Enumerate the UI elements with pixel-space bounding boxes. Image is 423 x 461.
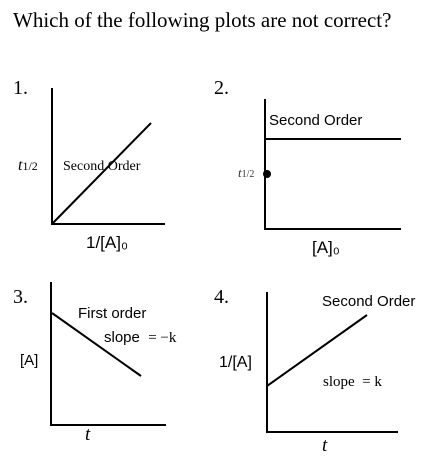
plot-2-number: 2. bbox=[214, 77, 229, 99]
plot-3-slope: slope = −k bbox=[104, 330, 176, 346]
plot-4-x-label: t bbox=[322, 435, 328, 456]
plot-3-slope-label: slope bbox=[104, 329, 140, 346]
plot-1-x-label: 1/[A]₀ bbox=[86, 233, 129, 252]
plot-3-annotation: First order bbox=[78, 305, 147, 322]
plot-2-marker-dot bbox=[263, 170, 271, 178]
plot-1-number: 1. bbox=[13, 77, 28, 99]
plot-3-x-label: t bbox=[85, 424, 91, 445]
plot-2-graphics bbox=[263, 99, 401, 230]
plot-4-slope-label: slope bbox=[323, 374, 355, 390]
plot-4-y-label: 1/[A] bbox=[219, 354, 252, 371]
plot-3-slope-value: = −k bbox=[148, 330, 177, 346]
question-text: Which of the following plots are not cor… bbox=[13, 8, 392, 32]
plot-4-number: 4. bbox=[214, 286, 229, 308]
plot-4-annotation: Second Order bbox=[322, 293, 416, 310]
plot-3-data-line bbox=[51, 312, 142, 377]
plot-4-slope-value: = k bbox=[362, 374, 382, 390]
plot-3-graphics bbox=[50, 282, 166, 426]
plot-4-graphics bbox=[266, 292, 398, 433]
plot-1-graphics bbox=[51, 88, 165, 225]
plot-3-y-label: [A] bbox=[20, 352, 39, 369]
plot-2-annotation: Second Order bbox=[269, 112, 363, 129]
plot-3-number: 3. bbox=[13, 286, 28, 308]
plot-1-annotation: Second Order bbox=[63, 159, 141, 174]
plot-2-y-label: t1/2 bbox=[238, 165, 255, 180]
plot-4-data-line bbox=[266, 314, 368, 387]
plot-1-data-line bbox=[51, 122, 152, 225]
plot-1-y-label: t1/2 bbox=[18, 157, 38, 174]
plot-2-x-label: [A]₀ bbox=[312, 238, 340, 257]
plot-4-slope: slope = k bbox=[323, 375, 382, 390]
